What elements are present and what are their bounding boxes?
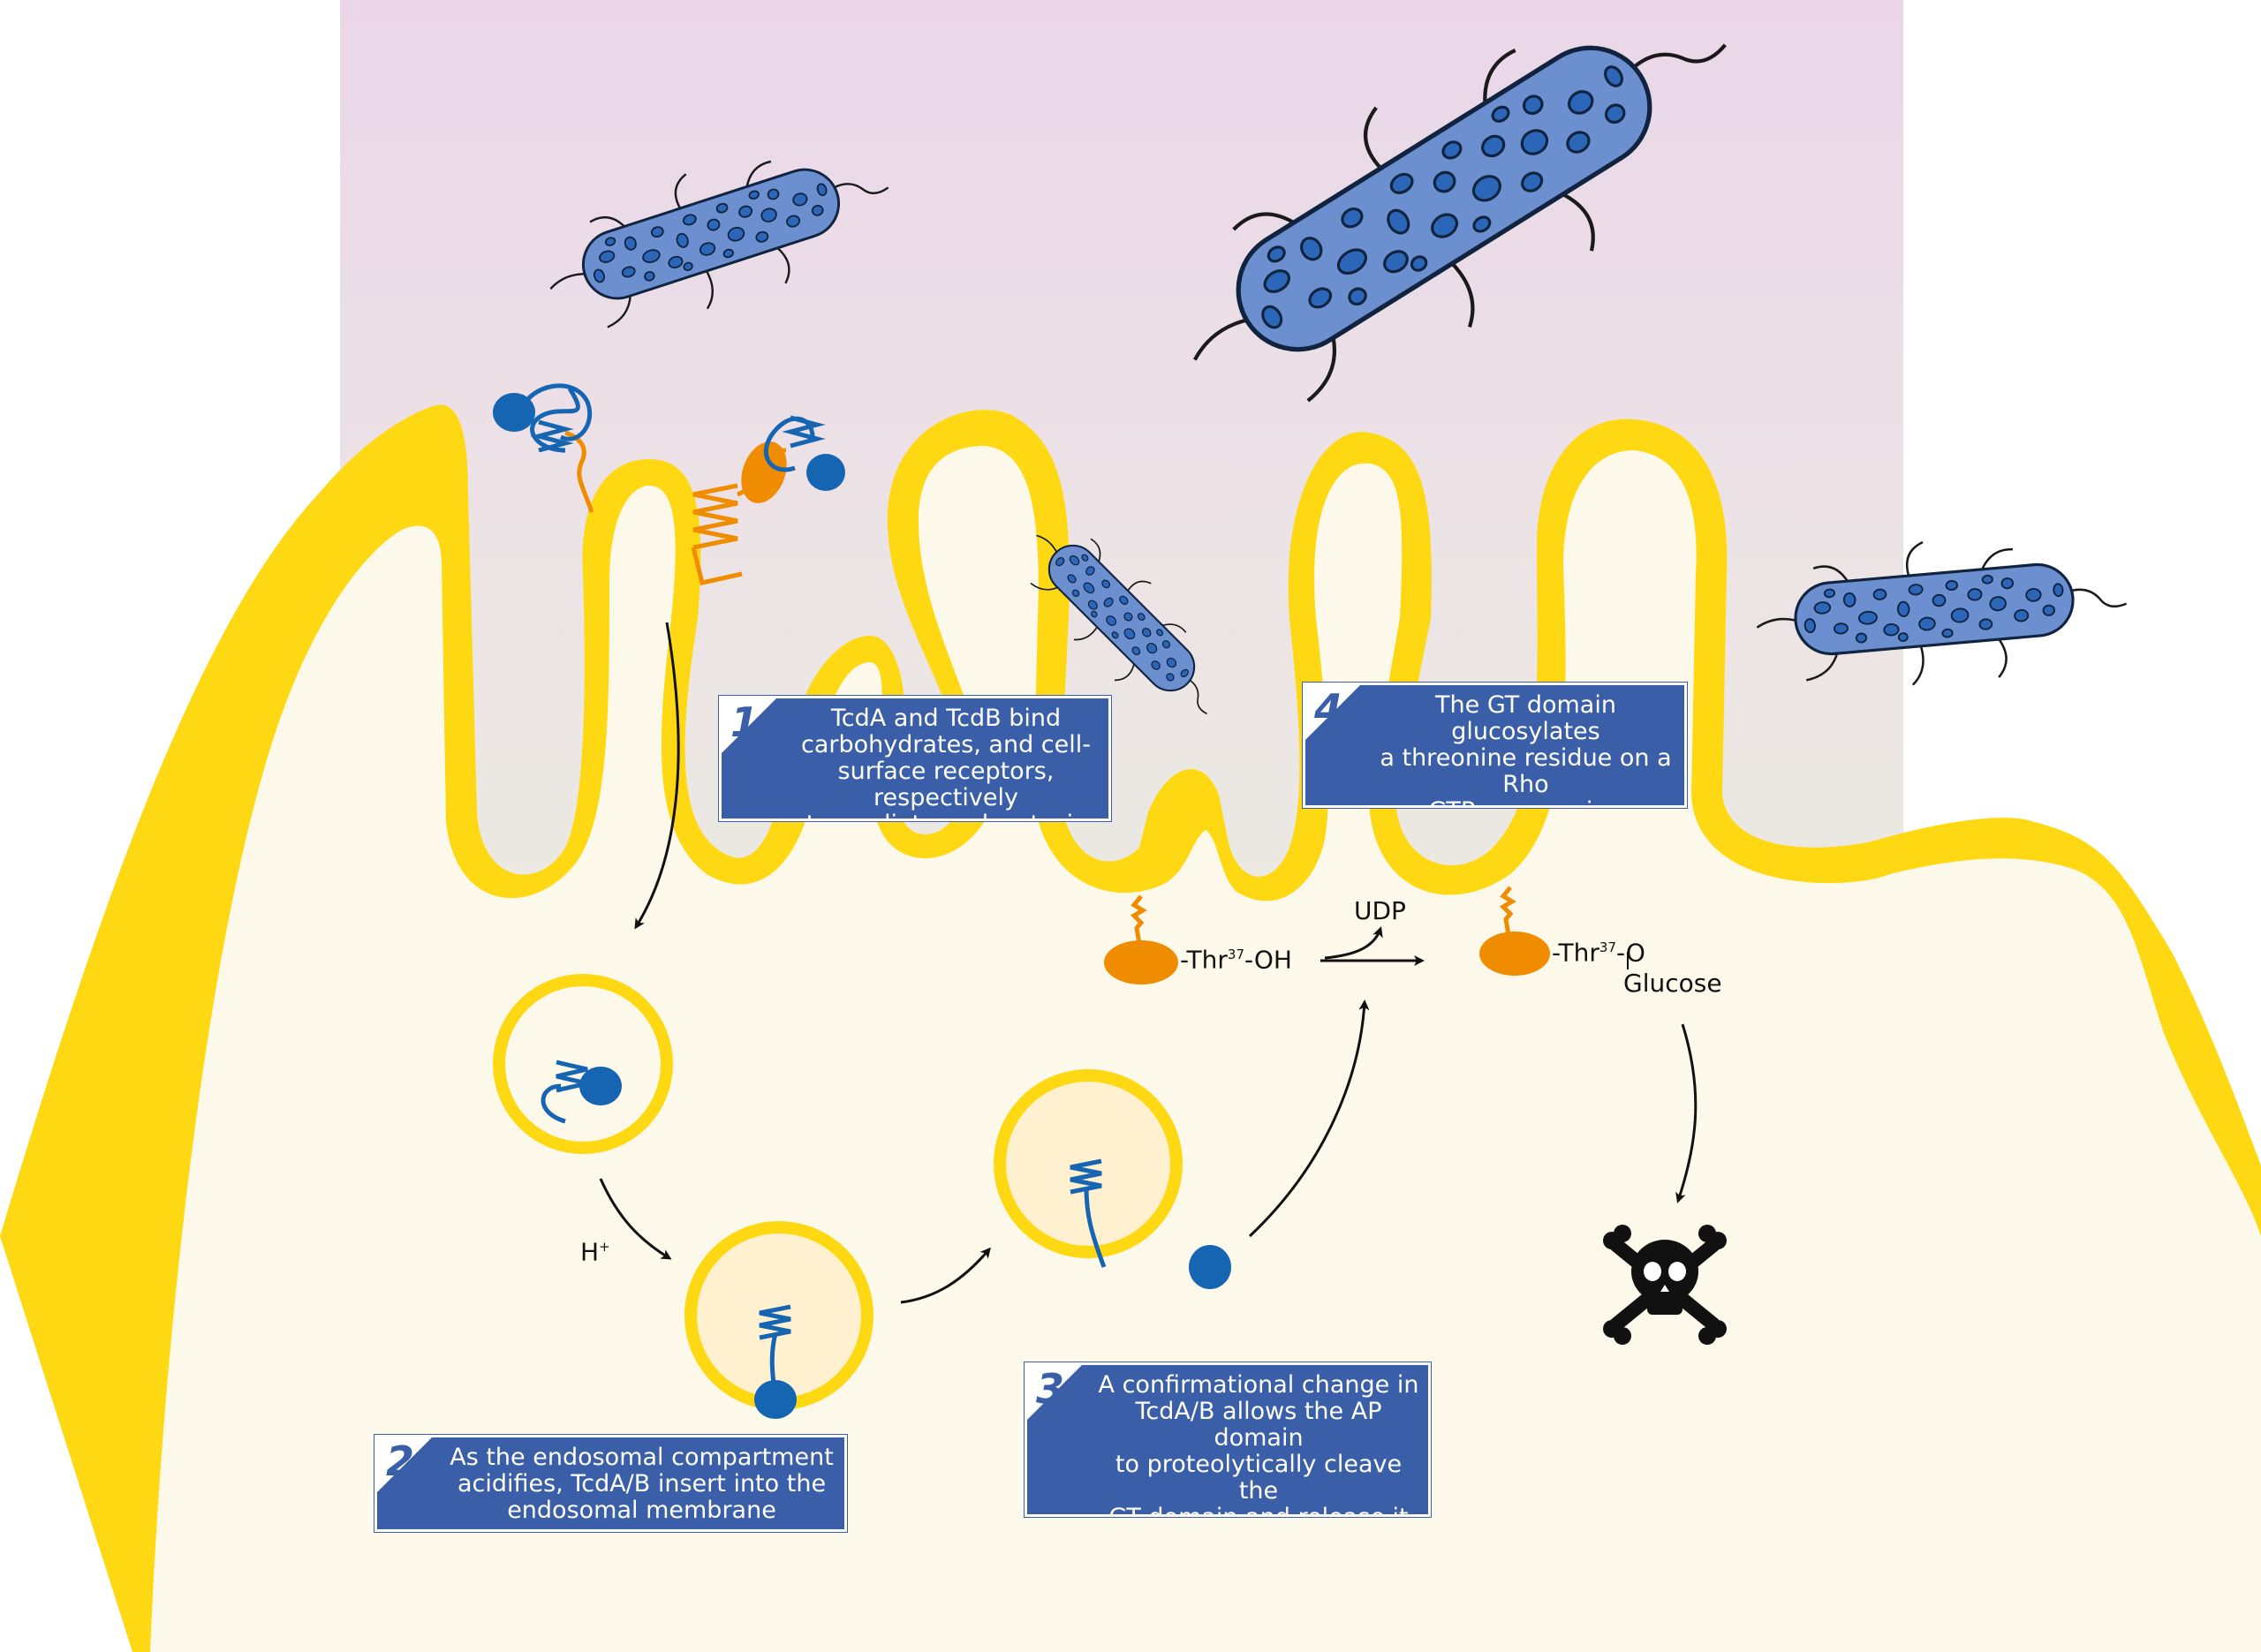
- toxin-icon: [763, 415, 845, 491]
- acidification-arrow: [599, 1178, 672, 1260]
- step-3-number: 3: [1036, 1365, 1065, 1413]
- toxin-icon: [493, 383, 594, 513]
- endocytosis-arrow: [634, 622, 680, 930]
- toxin-icon: [541, 1060, 622, 1124]
- thr-before-prefix: -Thr: [1180, 945, 1228, 975]
- thr-after-sup: 37: [1599, 939, 1616, 955]
- step-3-box: 3 A confirmational change in TcdA/B allo…: [1025, 1362, 1431, 1517]
- step-1-box: 1 TcdA and TcdB bind carbohydrates, and …: [719, 696, 1111, 821]
- cytoplasm: [150, 446, 2261, 1652]
- step-2-text: As the endosomal compartment acidifies, …: [450, 1444, 834, 1524]
- endosome-early: [493, 974, 673, 1154]
- rho-gtpase-icon: [1104, 894, 1178, 984]
- proton-charge: +: [599, 1239, 610, 1255]
- release-arrow: [1248, 999, 1370, 1238]
- udp-release-arrow: [1324, 926, 1383, 960]
- step-3-text: A confirmational change in TcdA/B allows…: [1098, 1371, 1419, 1515]
- toxin-icon: [1070, 1158, 1107, 1268]
- thr-before-sup: 37: [1227, 947, 1244, 962]
- step-4-number: 4: [1314, 685, 1343, 733]
- step-3-corner: [1027, 1365, 1082, 1420]
- rho-gtpase-icon: [1479, 886, 1550, 976]
- proton-label: H+: [580, 1233, 610, 1265]
- step-1-text: TcdA and TcdB bind carbohydrates, and ce…: [800, 705, 1092, 819]
- step-2-corner: [377, 1437, 432, 1492]
- step-1-number: 1: [730, 698, 760, 746]
- thr-o-label: -Thr37-O: [1552, 934, 1645, 966]
- step-1-corner: [722, 698, 776, 753]
- thr-before-suffix: -OH: [1244, 945, 1292, 975]
- udp-label: UDP: [1354, 896, 1406, 925]
- toxin-icon: [754, 1304, 797, 1419]
- skull-crossbones-icon: [1603, 1225, 1727, 1345]
- step-2-box: 2 As the endosomal compartment acidifies…: [374, 1435, 847, 1532]
- glucose-label: Glucose: [1623, 969, 1722, 998]
- cell-death-arrow: [1675, 1023, 1698, 1203]
- step-4-corner: [1305, 685, 1360, 740]
- step-4-box: 4 The GT domain glucosylates a threonine…: [1303, 683, 1687, 808]
- transition-arrow: [900, 1247, 991, 1304]
- thr-after-suffix: -O: [1616, 938, 1645, 968]
- proton-symbol: H: [580, 1237, 600, 1267]
- receptor-icon: [691, 441, 787, 585]
- step-4-text: The GT domain glucosylates a threonine r…: [1380, 691, 1672, 806]
- step-2-number: 2: [386, 1437, 415, 1485]
- thr-oh-label: -Thr37-OH: [1180, 941, 1292, 973]
- gt-domain-icon: [1189, 1245, 1231, 1289]
- thr-after-prefix: -Thr: [1552, 938, 1599, 968]
